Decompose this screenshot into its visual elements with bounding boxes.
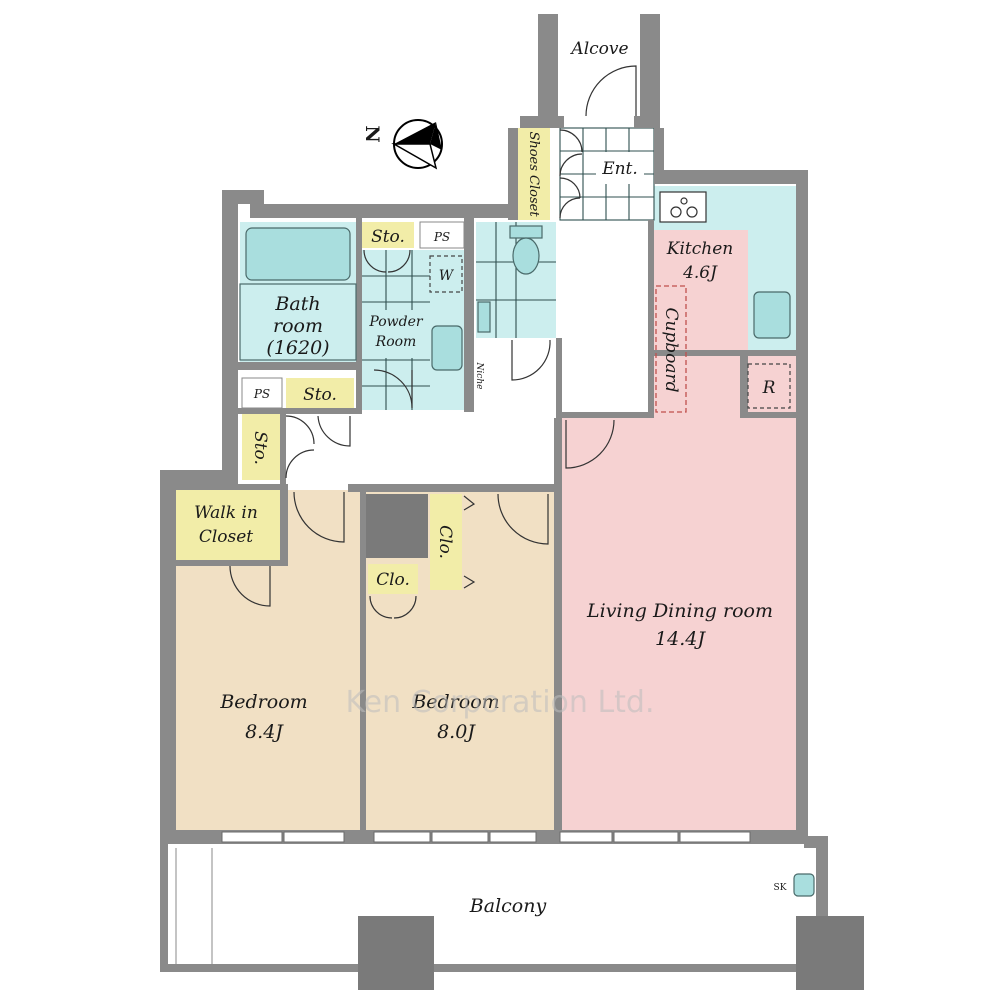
compass-north-label: N [361,125,383,142]
alcove-label: Alcove [569,39,628,59]
entrance-label: Ent. [601,159,638,179]
walkin-closet [176,490,280,560]
ps-top-label: PS [433,230,450,244]
watermark: Ken Corporation Ltd. [346,685,655,720]
powder-label-2: Room [375,334,417,350]
shoes-closet [518,128,550,220]
bath-floor-outline [239,283,357,361]
closet-small [368,564,418,594]
closet-small-label: Clo. [376,570,410,590]
pipe-shaft [364,494,428,558]
bedroom-2-size-label: 8.0J [437,721,476,743]
balcony-sink-icon [793,873,815,897]
stove-icon [659,191,707,223]
storage-top [362,222,414,248]
toilet-tank-icon [509,225,543,239]
bedroom-1-label: Bedroom [219,691,307,713]
compass-icon: N [361,119,443,170]
bedroom-1-upper [288,490,360,570]
bedroom-2-label: Bedroom [411,691,499,713]
living-dining-area [562,230,796,832]
walkin-closet-label-1: Walk in [194,503,258,523]
walls [160,14,864,990]
windows [175,831,751,964]
storage-side-label: Sto. [250,431,270,465]
niche-label: Niche [474,362,484,390]
bath-label-1: Bath [274,293,320,315]
entrance-tiles [559,127,655,221]
shoes-closet-label: Shoes Closet [526,131,541,217]
washbasin-icon [431,325,463,371]
bath-label-2: room [273,315,323,337]
living-dining-size-label: 14.4J [655,628,706,650]
kitchen-size-label: 4.6J [682,263,718,283]
doors [229,65,637,619]
powder-label-1: Powder [368,314,424,330]
bedroom-1-area [176,566,360,832]
refrigerator-outline [747,363,791,409]
cupboard-outline [655,285,687,413]
walkin-closet-label-2: Closet [199,527,253,547]
ps-left-label: PS [253,387,270,401]
toilet-bowl-icon [512,237,540,275]
washer-icon [429,255,463,293]
cupboard-label: Cupboard [661,307,681,392]
bathtub-icon [245,227,351,281]
storage-top-label: Sto. [371,227,405,247]
storage-mid [286,378,354,410]
storage-mid-label: Sto. [303,385,337,405]
bath-label-3: (1620) [266,337,329,359]
washer-label: W [439,268,455,284]
storage-side [242,414,280,480]
bedroom-1-size-label: 8.4J [245,721,284,743]
living-dining-label: Living Dining room [586,600,773,622]
refrigerator-label: R [762,378,776,398]
fixtures [239,191,815,897]
closet-vertical [430,494,462,590]
room-labels: Alcove Shoes Closet Ent. Kitchen 4.6J Cu… [194,39,787,917]
ps-left-box [241,377,283,409]
closet-vertical-label: Clo. [435,525,455,559]
kitchen-label: Kitchen [666,239,733,259]
balcony-column-left [358,916,434,990]
toilet-counter-icon [477,301,491,333]
kitchen-sink-icon [753,291,791,339]
sink-label: SK [774,883,787,893]
balcony-label: Balcony [469,895,547,917]
balcony-column-right [796,916,864,990]
